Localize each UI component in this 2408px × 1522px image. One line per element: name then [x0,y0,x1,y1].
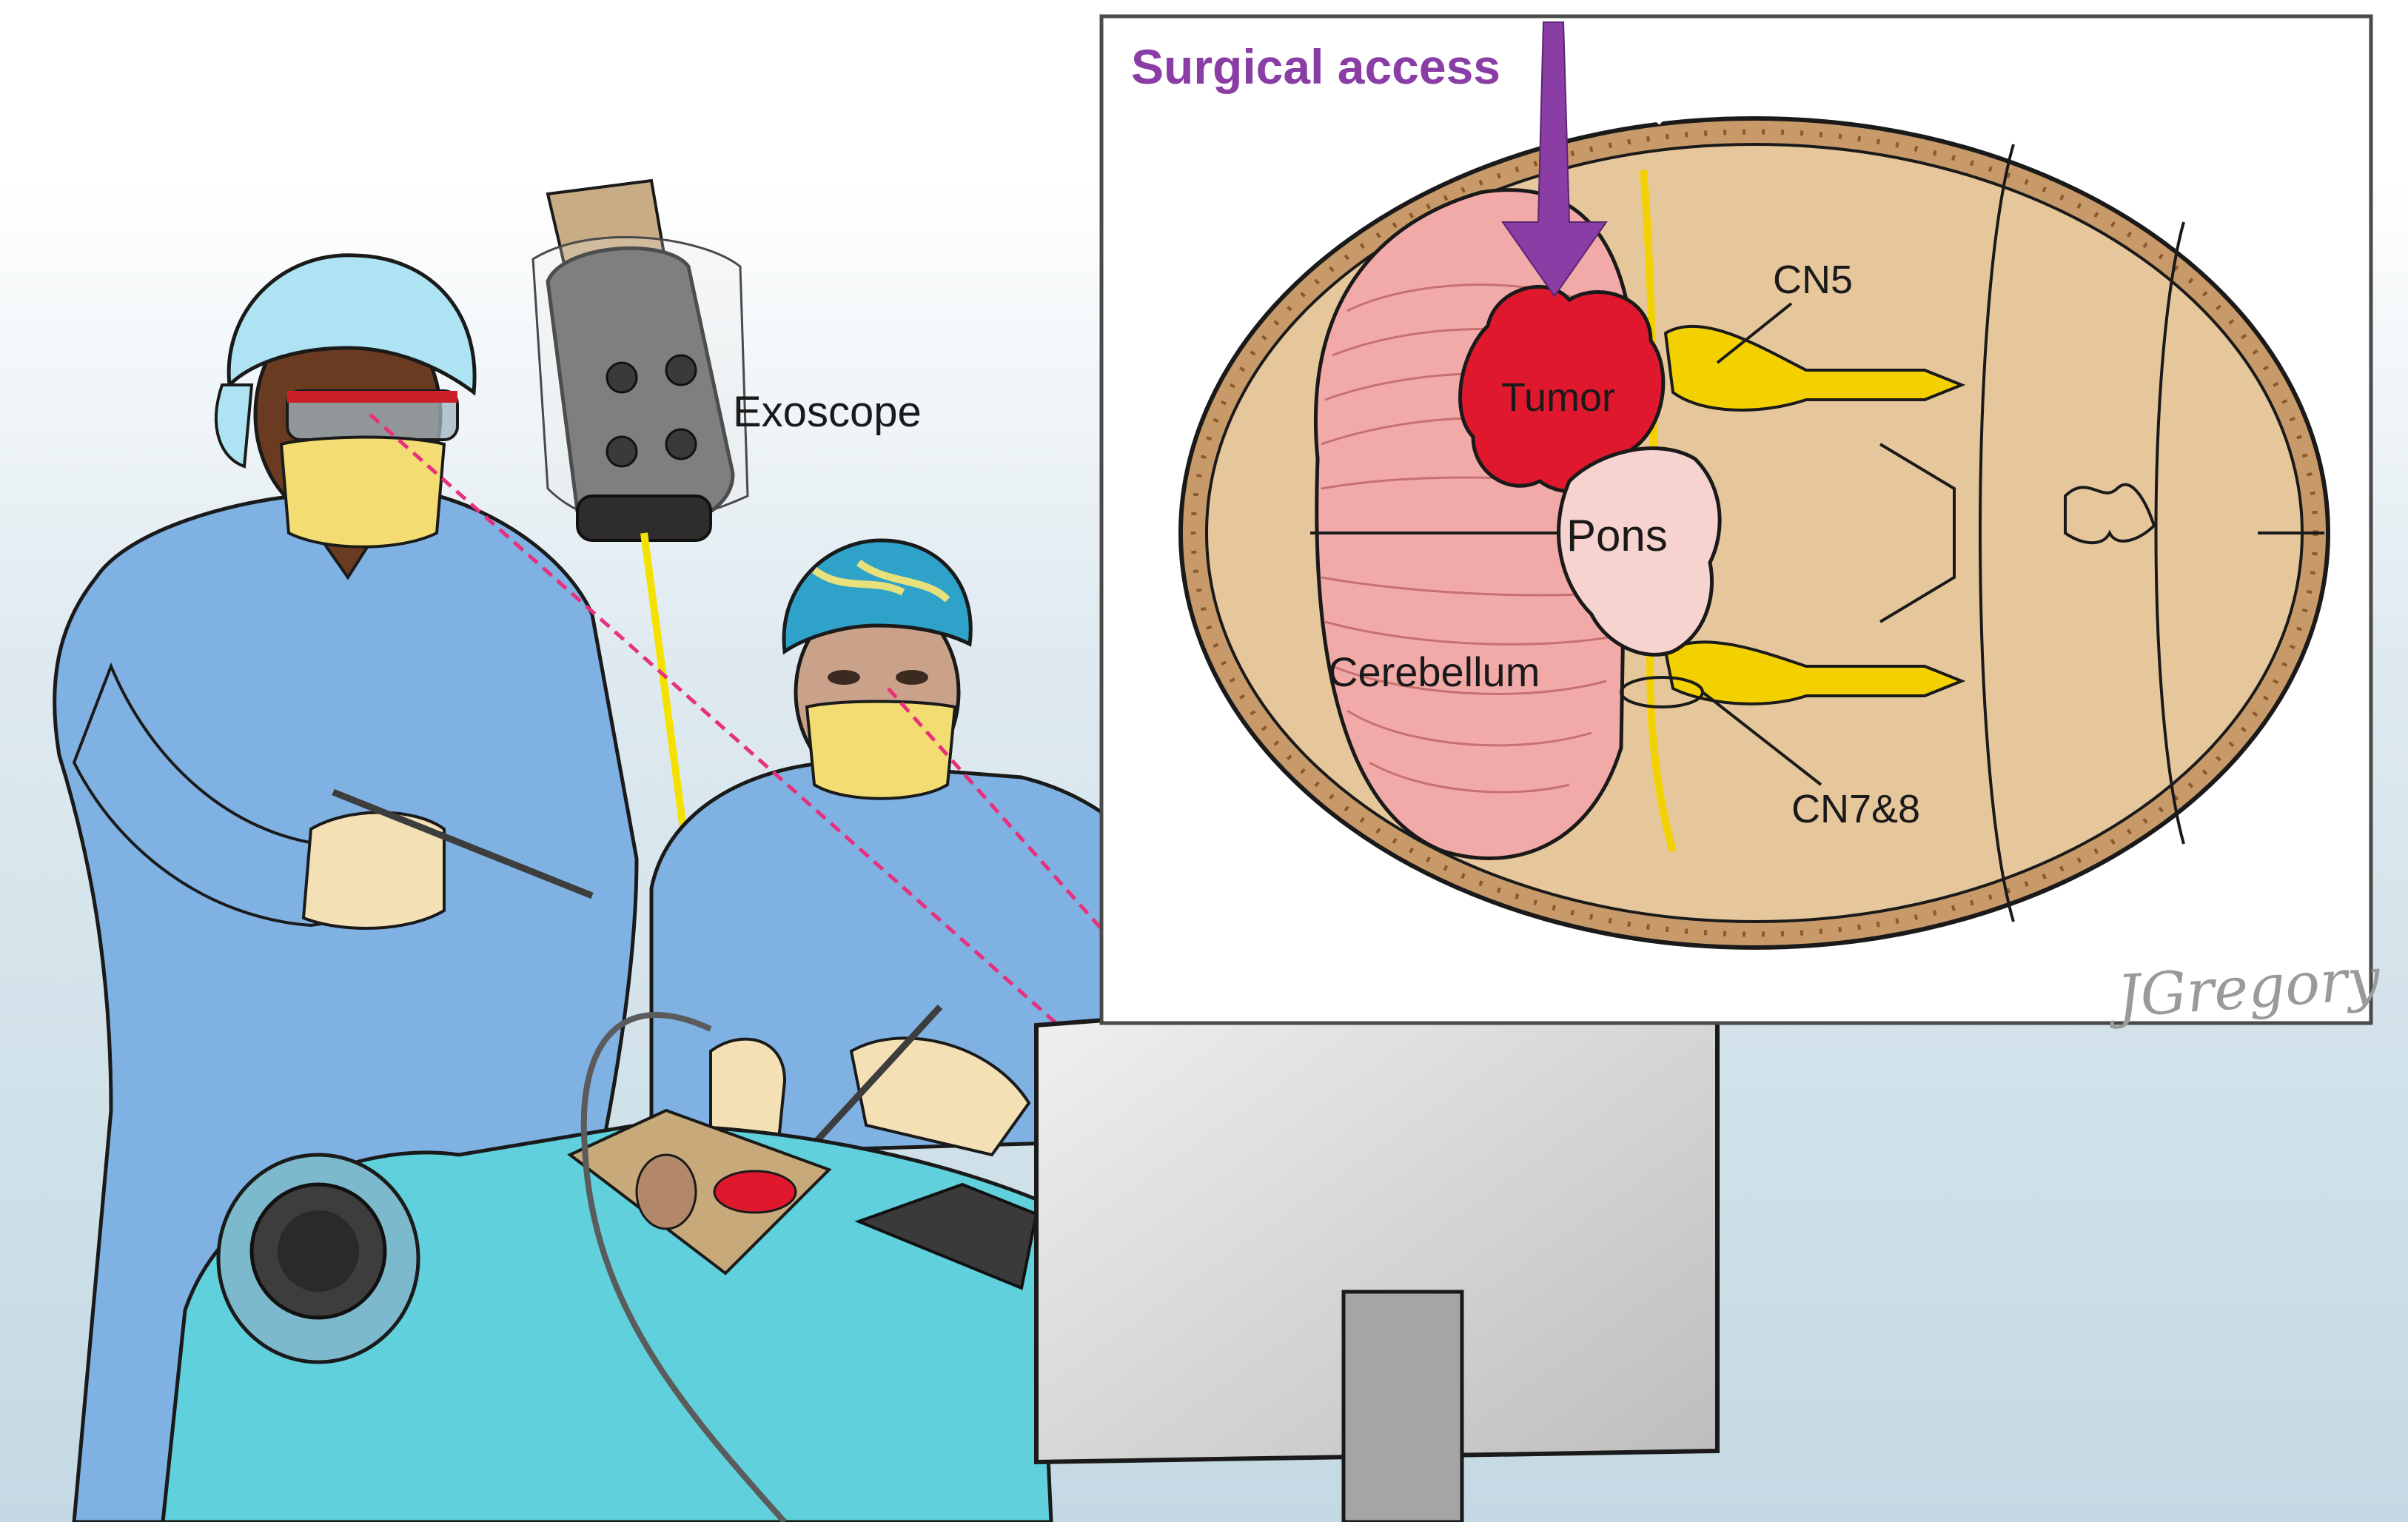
cn7-8-label: CN7&8 [1791,787,1921,831]
pons-label: Pons [1566,511,1668,560]
cn5-label: CN5 [1773,258,1854,302]
sightline-seated [887,687,1178,1016]
axial-skull-diagram [1178,21,2330,950]
surgical-access-label: Surgical access [1131,39,1500,94]
monitor [1034,970,1720,1522]
exoscope-camera [531,178,749,542]
cerebellum-label: Cerebellum [1328,648,1540,695]
exoscope-label: Exoscope [733,388,922,436]
patient-drape [161,1012,1053,1522]
surgical-access-arrow [1501,21,1608,298]
tumor-label: Tumor [1501,375,1616,420]
